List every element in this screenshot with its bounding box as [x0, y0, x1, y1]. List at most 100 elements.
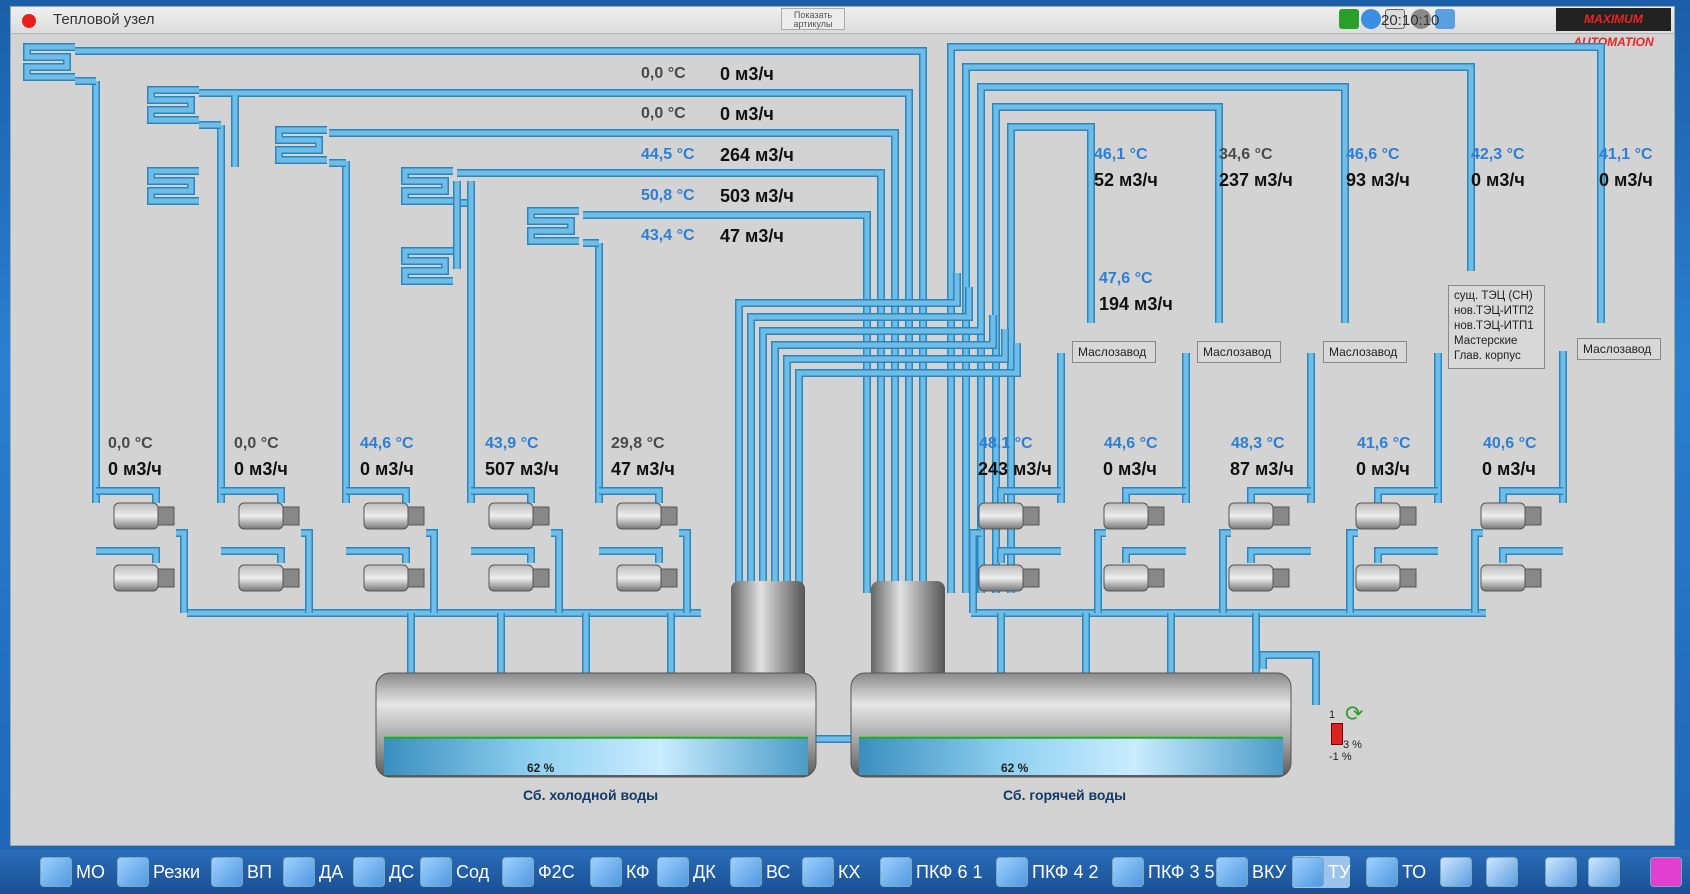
destination-line: Мастерские	[1454, 335, 1518, 347]
close-icon[interactable]	[22, 14, 36, 28]
pump-motor	[113, 502, 159, 530]
pipe	[471, 548, 534, 563]
taskbar-item-0[interactable]: МО	[40, 856, 105, 888]
show-articles-button[interactable]: Показать артикулы	[781, 8, 845, 30]
taskbar-item-8[interactable]: ДК	[657, 856, 716, 888]
pump-flow: 0 м3/ч	[1103, 459, 1157, 479]
operator-icon[interactable]	[1411, 9, 1431, 29]
taskbar-item-10[interactable]: КХ	[802, 856, 861, 888]
pump[interactable]	[363, 564, 425, 592]
pipe	[528, 208, 579, 244]
pipe	[1008, 124, 1094, 593]
pump-head	[1022, 506, 1040, 526]
pump[interactable]	[1480, 564, 1542, 592]
pipe	[75, 48, 926, 593]
destination-label: Маслозавод	[1072, 341, 1156, 363]
taskbar-item-15[interactable]: ТУ	[1292, 856, 1351, 888]
taskbar-item-14[interactable]: ВКУ	[1216, 856, 1286, 888]
taskbar-label: Резки	[153, 861, 201, 882]
pipe	[1248, 548, 1311, 563]
pump[interactable]	[1355, 564, 1417, 592]
pump[interactable]	[488, 502, 550, 530]
pump-motor	[1355, 564, 1401, 592]
right-flow: 237 м3/ч	[1219, 170, 1293, 190]
pipe	[221, 488, 284, 503]
chat-icon[interactable]	[1361, 9, 1381, 29]
taskbar-item-2[interactable]: ВП	[211, 856, 272, 888]
pump[interactable]	[363, 502, 425, 530]
taskbar-item-11[interactable]: ПКФ 6 1	[880, 856, 983, 888]
pipe	[599, 548, 662, 563]
pump[interactable]	[113, 502, 175, 530]
destination-label: Маслозавод	[1197, 341, 1281, 363]
pump[interactable]	[238, 564, 300, 592]
pump-motor	[978, 502, 1024, 530]
taskbar-label: ВП	[247, 861, 272, 882]
pump[interactable]	[616, 564, 678, 592]
pipe	[1123, 488, 1186, 503]
vku-icon	[1216, 857, 1248, 887]
pump[interactable]	[113, 564, 175, 592]
trend-icon[interactable]	[1545, 856, 1581, 888]
valve-icon[interactable]	[1331, 723, 1343, 745]
pump[interactable]	[1228, 502, 1290, 530]
pump-head	[157, 568, 175, 588]
pipe	[784, 329, 1008, 593]
engineer-icon[interactable]	[1588, 856, 1624, 888]
pipe	[970, 530, 981, 613]
pipe	[1472, 530, 1483, 613]
taskbar-item-4[interactable]: ДС	[353, 856, 414, 888]
valve-top: 1	[1329, 709, 1336, 721]
header-temp: 43,4 °C	[641, 227, 695, 244]
taskbar-item-5[interactable]: Сод	[420, 856, 489, 888]
pump[interactable]	[1103, 564, 1165, 592]
pipe-network	[23, 43, 1605, 743]
clock: 20:10:10	[1381, 12, 1440, 29]
taskbar-item-1[interactable]: Резки	[117, 856, 200, 888]
taskbar-item-13[interactable]: ПКФ 3 5	[1112, 856, 1215, 888]
taskbar-item-6[interactable]: Ф2С	[502, 856, 575, 888]
right-temp: 46,6 °C	[1346, 146, 1400, 163]
mid-temp: 47,6 °C	[1099, 270, 1153, 287]
add-icon[interactable]	[1339, 9, 1359, 29]
taskbar-label: ТО	[1402, 861, 1427, 882]
right-temp: 34,6 °C	[1219, 146, 1273, 163]
pump[interactable]	[1480, 502, 1542, 530]
cold-tank-level: 62 %	[527, 761, 555, 775]
taskbar-label: МО	[76, 861, 105, 882]
taskbar-item-7[interactable]: КФ	[590, 856, 650, 888]
taskbar-item-12[interactable]: ПКФ 4 2	[996, 856, 1099, 888]
pump[interactable]	[238, 502, 300, 530]
horizontal-tank-1	[850, 672, 1292, 778]
menu-icon[interactable]	[1440, 856, 1476, 888]
header-temp: 44,5 °C	[641, 146, 695, 163]
taskbar-item-9[interactable]: ВС	[730, 856, 790, 888]
taskbar-item-3[interactable]: ДА	[283, 856, 343, 888]
taskbar-item-16[interactable]: ТО	[1366, 856, 1426, 888]
pump[interactable]	[1355, 502, 1417, 530]
destination-line: нов.ТЭЦ-ИТП2	[1454, 305, 1534, 317]
user-icon[interactable]	[1650, 856, 1686, 888]
pump-flow: 0 м3/ч	[108, 459, 162, 479]
mo-icon	[40, 857, 72, 887]
network-icon[interactable]	[1385, 9, 1405, 29]
pump[interactable]	[978, 564, 1040, 592]
settings-icon[interactable]	[1486, 856, 1522, 888]
kh-icon	[802, 857, 834, 887]
pump[interactable]	[1228, 564, 1290, 592]
pump[interactable]	[978, 502, 1040, 530]
telegram-icon[interactable]	[1435, 9, 1455, 29]
pipe	[772, 315, 996, 593]
window-title: Тепловой узел	[53, 11, 155, 28]
pipe	[796, 343, 1020, 593]
pipe	[998, 548, 1061, 563]
pump-temp: 40,6 °C	[1483, 435, 1537, 452]
pump[interactable]	[1103, 502, 1165, 530]
tank-group	[375, 581, 1292, 778]
pump[interactable]	[488, 564, 550, 592]
pump-head	[1272, 506, 1290, 526]
header-flow: 0 м3/ч	[720, 104, 774, 124]
pipe	[199, 90, 912, 593]
pump[interactable]	[616, 502, 678, 530]
refresh-icon[interactable]: ⟳	[1345, 701, 1364, 726]
